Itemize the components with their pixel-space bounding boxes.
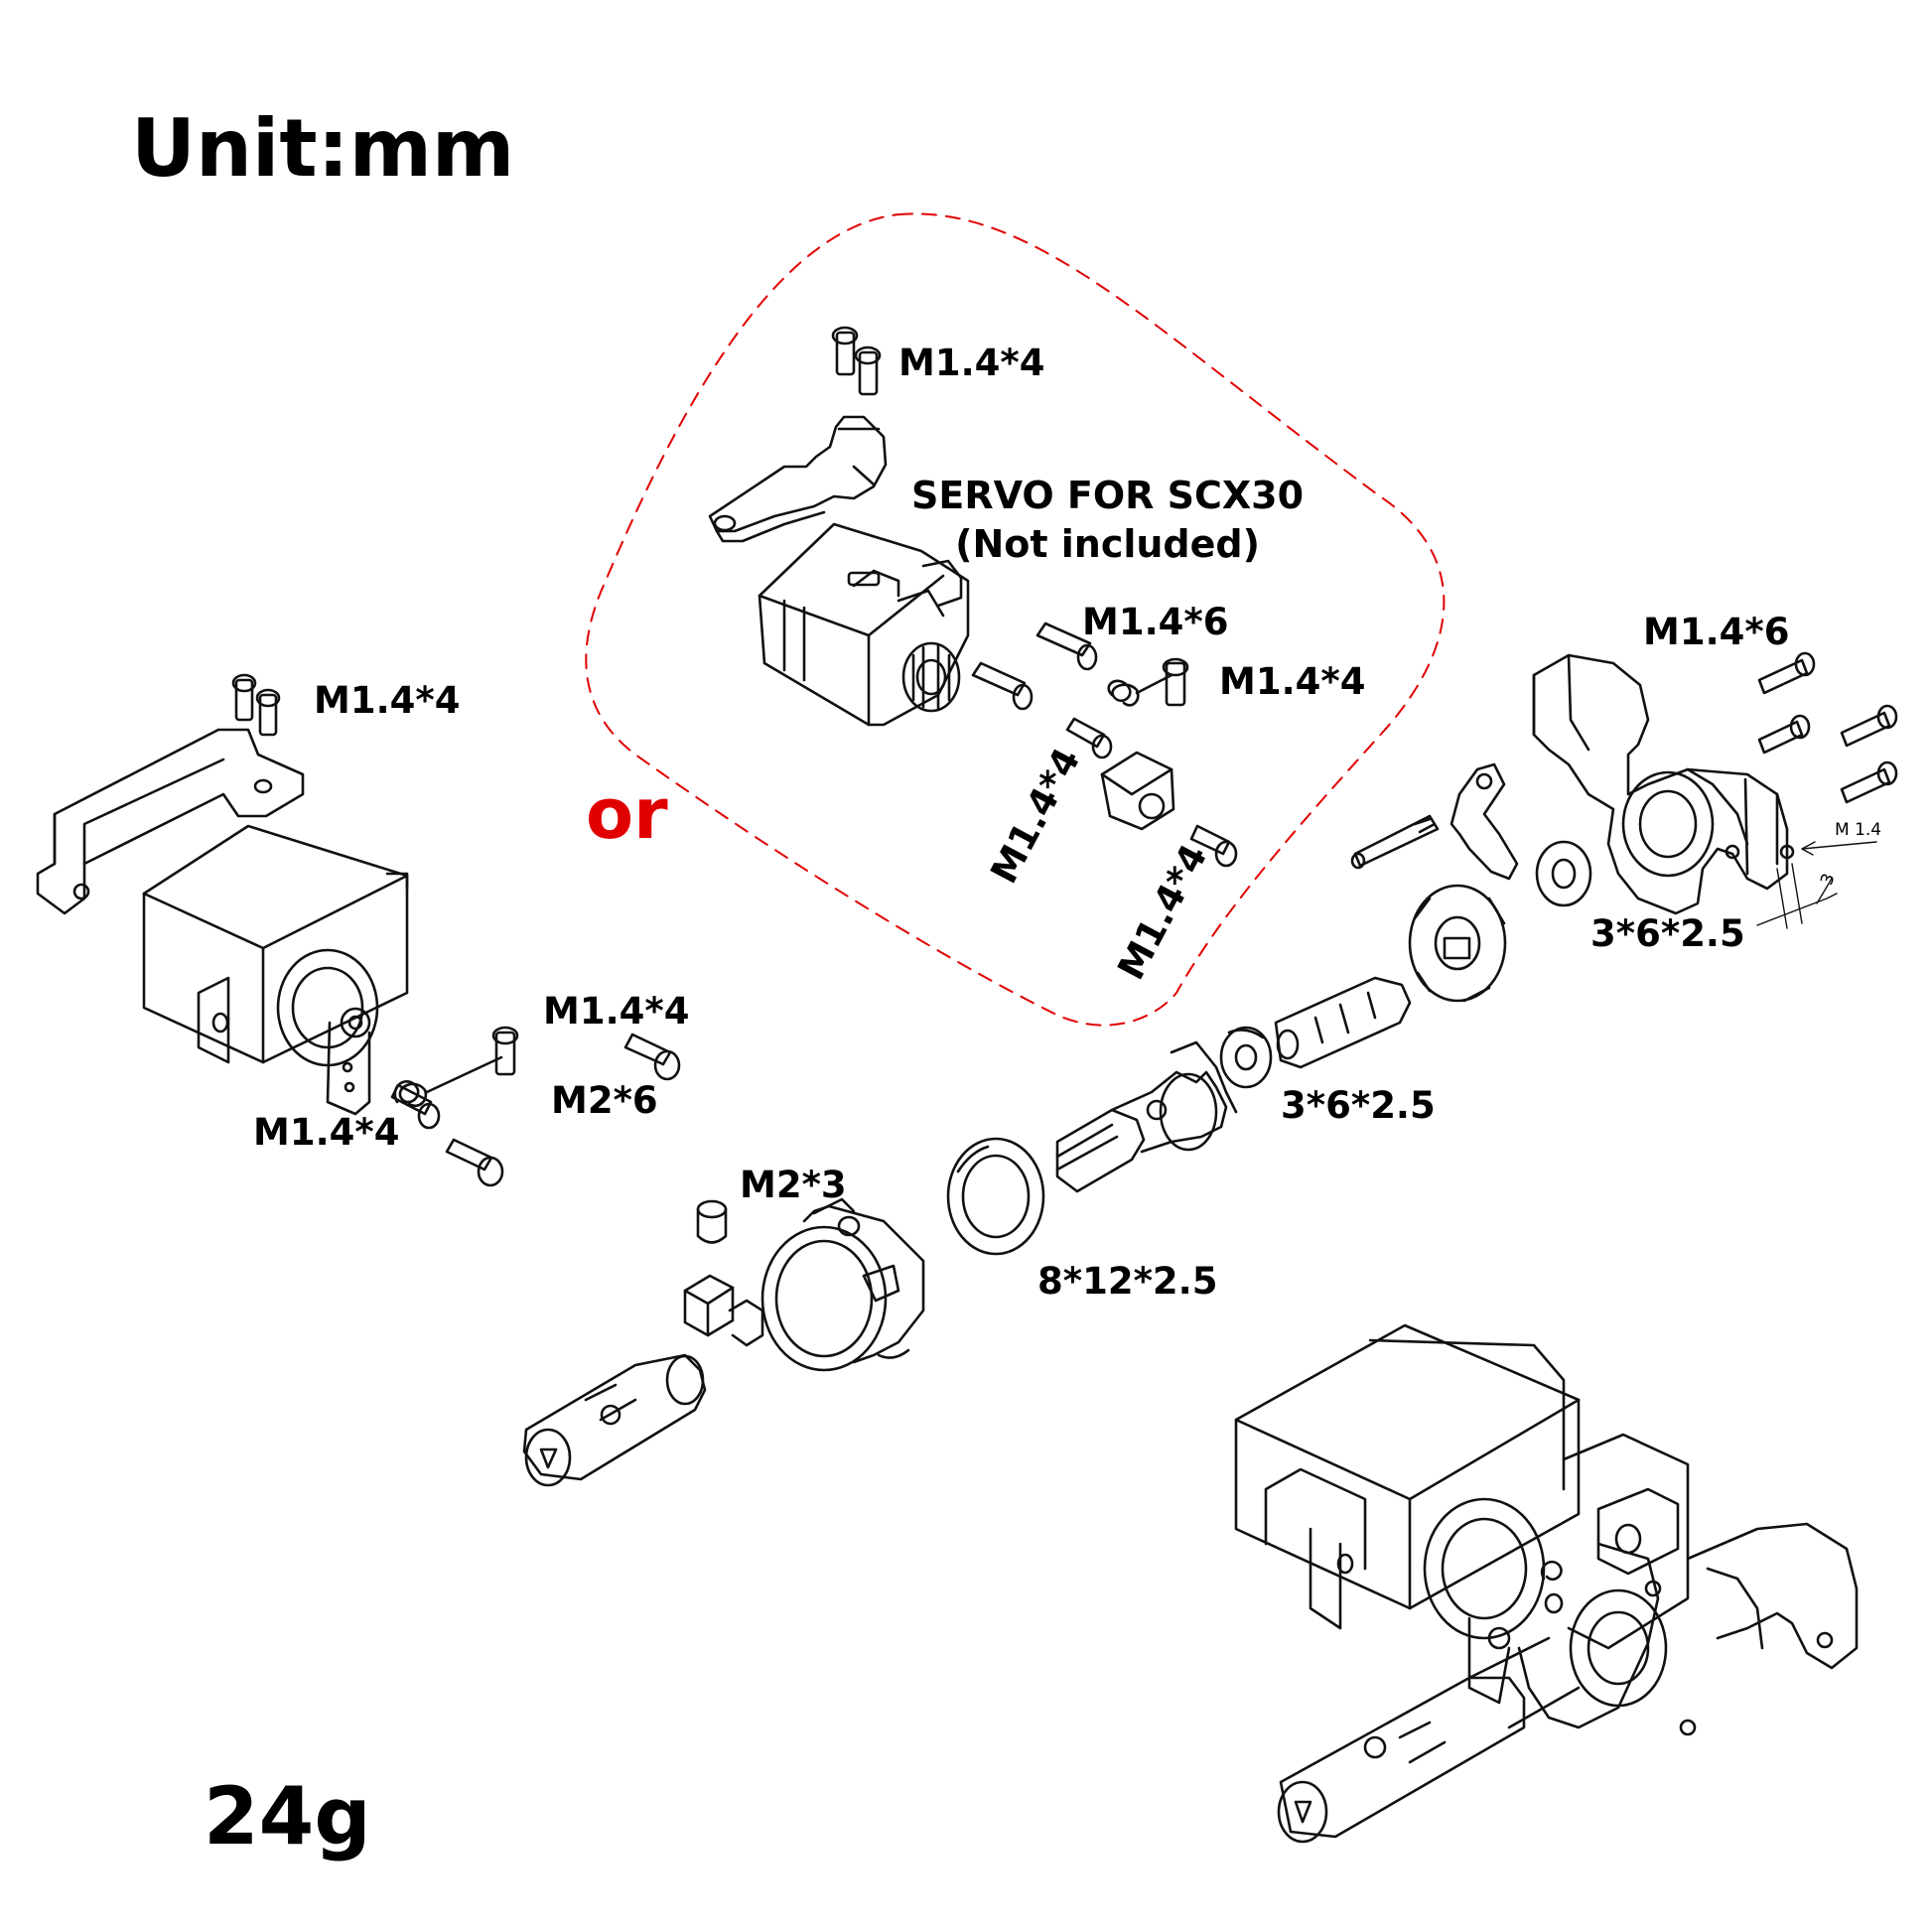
box-screw-m14x6	[1035, 621, 1098, 671]
left-bolt-m2x6	[623, 1033, 681, 1081]
assembled-view	[1234, 1323, 1859, 1844]
label-knuckle-screws: M1.4*6	[1643, 611, 1790, 653]
box-screw-m14x4	[1162, 657, 1189, 707]
dimension-callout	[1756, 841, 1877, 929]
output-shaft	[1274, 976, 1412, 1069]
label-dim-m14: M 1.4	[1835, 820, 1882, 840]
left-screw-small	[390, 1083, 441, 1130]
box-screw-mid	[971, 661, 1034, 711]
servo-horn-arm	[708, 415, 888, 543]
standard-servo-body	[142, 824, 409, 1116]
unit-label: Unit:mm	[131, 102, 515, 195]
servo-note: SERVO FOR SCX30 (Not included)	[911, 472, 1304, 568]
hub-screw-m2x3	[696, 1199, 728, 1244]
pin-and-link	[1350, 762, 1519, 881]
left-bolt-lower	[445, 1138, 504, 1187]
servo-mount-bracket	[36, 673, 305, 915]
label-mid-bearing: 3*6*2.5	[1281, 1084, 1436, 1127]
weight-label: 24g	[204, 1770, 371, 1863]
gear-coupler	[1408, 884, 1507, 1003]
servo-note-line2: (Not included)	[955, 521, 1260, 566]
steering-hub-housing	[760, 1197, 925, 1372]
servo-note-line1: SERVO FOR SCX30	[911, 474, 1305, 517]
label-box-screw-a: M1.4*6	[1082, 601, 1229, 643]
label-left-spring-screw: M1.4*4	[543, 990, 690, 1033]
scx30-servo-body	[758, 522, 970, 727]
universal-joint-coupler	[522, 1353, 707, 1487]
left-spring-assembly	[393, 1026, 519, 1108]
label-box-top-screw: M1.4*4	[898, 342, 1045, 384]
alternative-servo-outline	[585, 212, 1446, 1027]
label-left-arm-screw: M1.4*4	[253, 1111, 400, 1154]
box-screw-small	[1065, 717, 1113, 759]
label-box-screw-b: M1.4*4	[1219, 660, 1366, 703]
box-screw-lower	[1189, 824, 1238, 868]
label-knuckle-bearing: 3*6*2.5	[1590, 912, 1745, 955]
or-label: or	[586, 773, 668, 855]
box-spring	[1107, 673, 1173, 707]
label-hub-screw: M2*3	[740, 1164, 847, 1206]
label-left-mount-screw: M1.4*4	[314, 679, 461, 722]
screw-pair-top	[831, 326, 882, 396]
drive-shaft-assembly	[1055, 1040, 1238, 1193]
ring-8x12x2.5	[946, 1137, 1045, 1256]
bearing-3x6x2.5-knuckle	[1535, 840, 1592, 907]
box-cam-block	[1100, 751, 1175, 831]
label-left-bolt: M2*6	[551, 1079, 658, 1122]
steering-knuckle	[1532, 653, 1795, 915]
bearing-3x6x2.5-mid	[1219, 1026, 1273, 1089]
label-big-ring: 8*12*2.5	[1037, 1260, 1218, 1303]
knuckle-screws	[1757, 651, 1898, 804]
hub-square-nuts	[683, 1274, 764, 1347]
